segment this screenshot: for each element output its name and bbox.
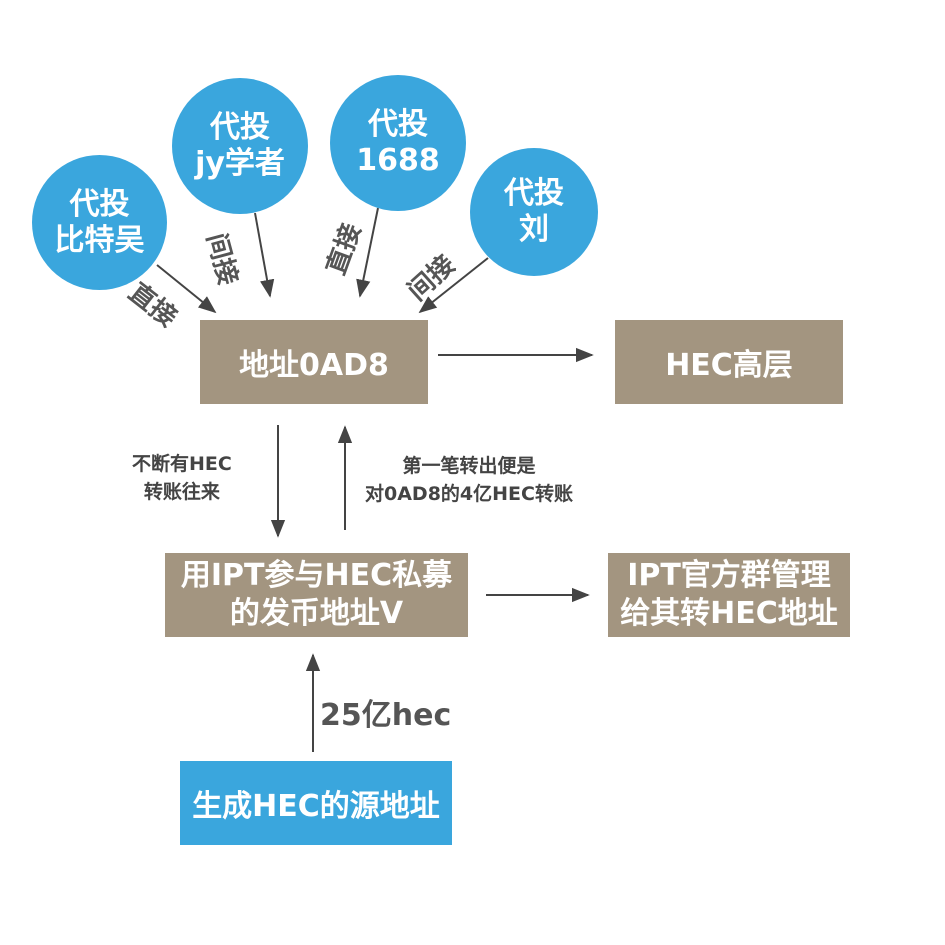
box-hec-source-address: 生成HEC的源地址 — [180, 761, 452, 845]
box-label: 地址0AD8 — [239, 348, 389, 383]
node-label-line1: 代投 — [210, 110, 270, 145]
box-label-line2: 的发币地址V — [229, 596, 404, 631]
node-label-line2: 刘 — [519, 212, 549, 247]
box-label-line1: 用IPT参与HEC私募 — [180, 558, 453, 593]
box-ipt-official-admin: IPT官方群管理 给其转HEC地址 — [608, 553, 850, 637]
box-label: 生成HEC的源地址 — [192, 789, 440, 824]
node-daitou-liu: 代投 刘 — [470, 148, 598, 276]
node-label-line1: 代投 — [504, 176, 564, 211]
flow-label-line2: 转账往来 — [143, 481, 220, 503]
node-label-line1: 代投 — [69, 186, 130, 222]
flow-label-continuous-transfers: 不断有HEC 转账往来 — [132, 450, 232, 506]
box-address-0ad8: 地址0AD8 — [200, 320, 428, 404]
flow-label-amount: 25亿hec — [320, 698, 452, 733]
node-label-line2: 比特吴 — [54, 222, 145, 258]
node-daitou-1688: 代投 1688 — [330, 75, 466, 211]
flow-label-line2: 对0AD8的4亿HEC转账 — [365, 483, 573, 505]
arrow-1688-to-0ad8 — [356, 207, 379, 298]
arrow-jyxuezhe-to-0ad8 — [254, 212, 275, 298]
box-ipt-issuing-address: 用IPT参与HEC私募 的发币地址V — [165, 553, 468, 637]
box-label-line2: 给其转HEC地址 — [620, 596, 838, 631]
arrow-liu-to-0ad8 — [418, 257, 489, 314]
box-label: HEC高层 — [665, 348, 793, 383]
node-label-line2: 1688 — [356, 143, 440, 178]
box-hec-high: HEC高层 — [615, 320, 843, 404]
node-label-line2: jy学者 — [195, 146, 285, 181]
arrow-bitewu-to-0ad8 — [156, 264, 217, 314]
node-label-line1: 代投 — [368, 107, 428, 142]
node-daitou-jyxuezhe: 代投 jy学者 — [172, 78, 308, 214]
flow-label-line1: 第一笔转出便是 — [402, 455, 536, 477]
flow-label-line1: 不断有HEC — [132, 453, 232, 475]
flow-label-first-transfer: 第一笔转出便是 对0AD8的4亿HEC转账 — [365, 452, 573, 508]
node-daitou-bitewu: 代投 比特吴 — [32, 155, 167, 290]
box-label-line1: IPT官方群管理 — [627, 558, 831, 593]
